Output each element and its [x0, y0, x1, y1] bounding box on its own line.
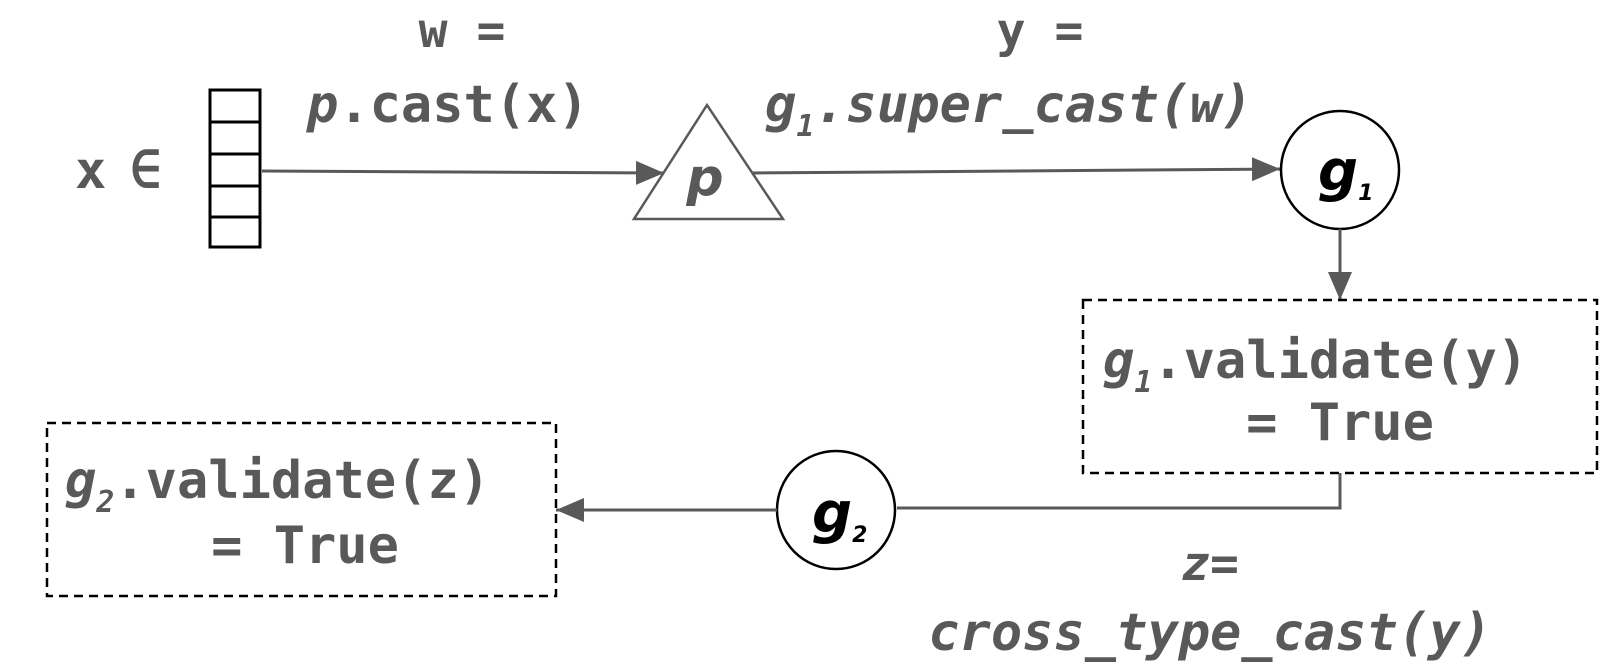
- edge-label-cast-line2: p.cast(x): [306, 75, 589, 135]
- edge-label-super-cast-line2: g1.super_cast(w): [765, 75, 1253, 144]
- edge-label-super-cast-line1: y =: [997, 3, 1084, 59]
- dashed-box: [1081, 298, 1599, 475]
- edge-label-cross-type-cast: z= cross_type_cast(y): [928, 536, 1492, 663]
- validate-g1-box: g1.validate(y) = True: [1081, 298, 1599, 475]
- edge-label-cast-line1: w =: [419, 3, 506, 59]
- validate-g2-line1: g2.validate(z): [65, 451, 490, 520]
- node-p-label: p: [685, 148, 723, 208]
- input-label: x ∈: [75, 141, 161, 201]
- edge-label-super-cast: y = g1.super_cast(w): [765, 3, 1253, 144]
- edge-label-cross-line1: z=: [1181, 536, 1239, 592]
- validate-g1-line2: = True: [1246, 393, 1434, 453]
- edge-validate-to-g2: [897, 473, 1342, 510]
- validate-g1-line1: g1.validate(y): [1103, 331, 1528, 400]
- triangle-shape: [631, 102, 786, 221]
- vector-cell: [208, 184, 262, 219]
- node-g2-label: g2: [812, 481, 867, 548]
- edge-p-to-g1: [751, 157, 1281, 182]
- node-p: p: [631, 102, 786, 221]
- node-g1: g1: [1279, 109, 1401, 231]
- input-vector: [208, 88, 262, 249]
- vector-cell: [208, 88, 262, 124]
- edge-vector-to-p: [261, 160, 665, 185]
- edge-label-cast: w = p.cast(x): [306, 3, 589, 135]
- input-var: x: [75, 141, 106, 201]
- validate-g2-box: g2.validate(z) = True: [45, 421, 558, 598]
- vector-cell: [208, 152, 262, 188]
- vector-cell: [208, 120, 262, 156]
- node-g1-label: g1: [1318, 139, 1373, 206]
- vector-cell: [208, 215, 262, 249]
- dashed-box: [45, 421, 558, 598]
- member-symbol: ∈: [130, 141, 161, 201]
- edge-label-cross-line2: cross_type_cast(y): [928, 603, 1492, 663]
- validate-g2-line2: = True: [211, 516, 399, 576]
- node-g2: g2: [775, 449, 897, 571]
